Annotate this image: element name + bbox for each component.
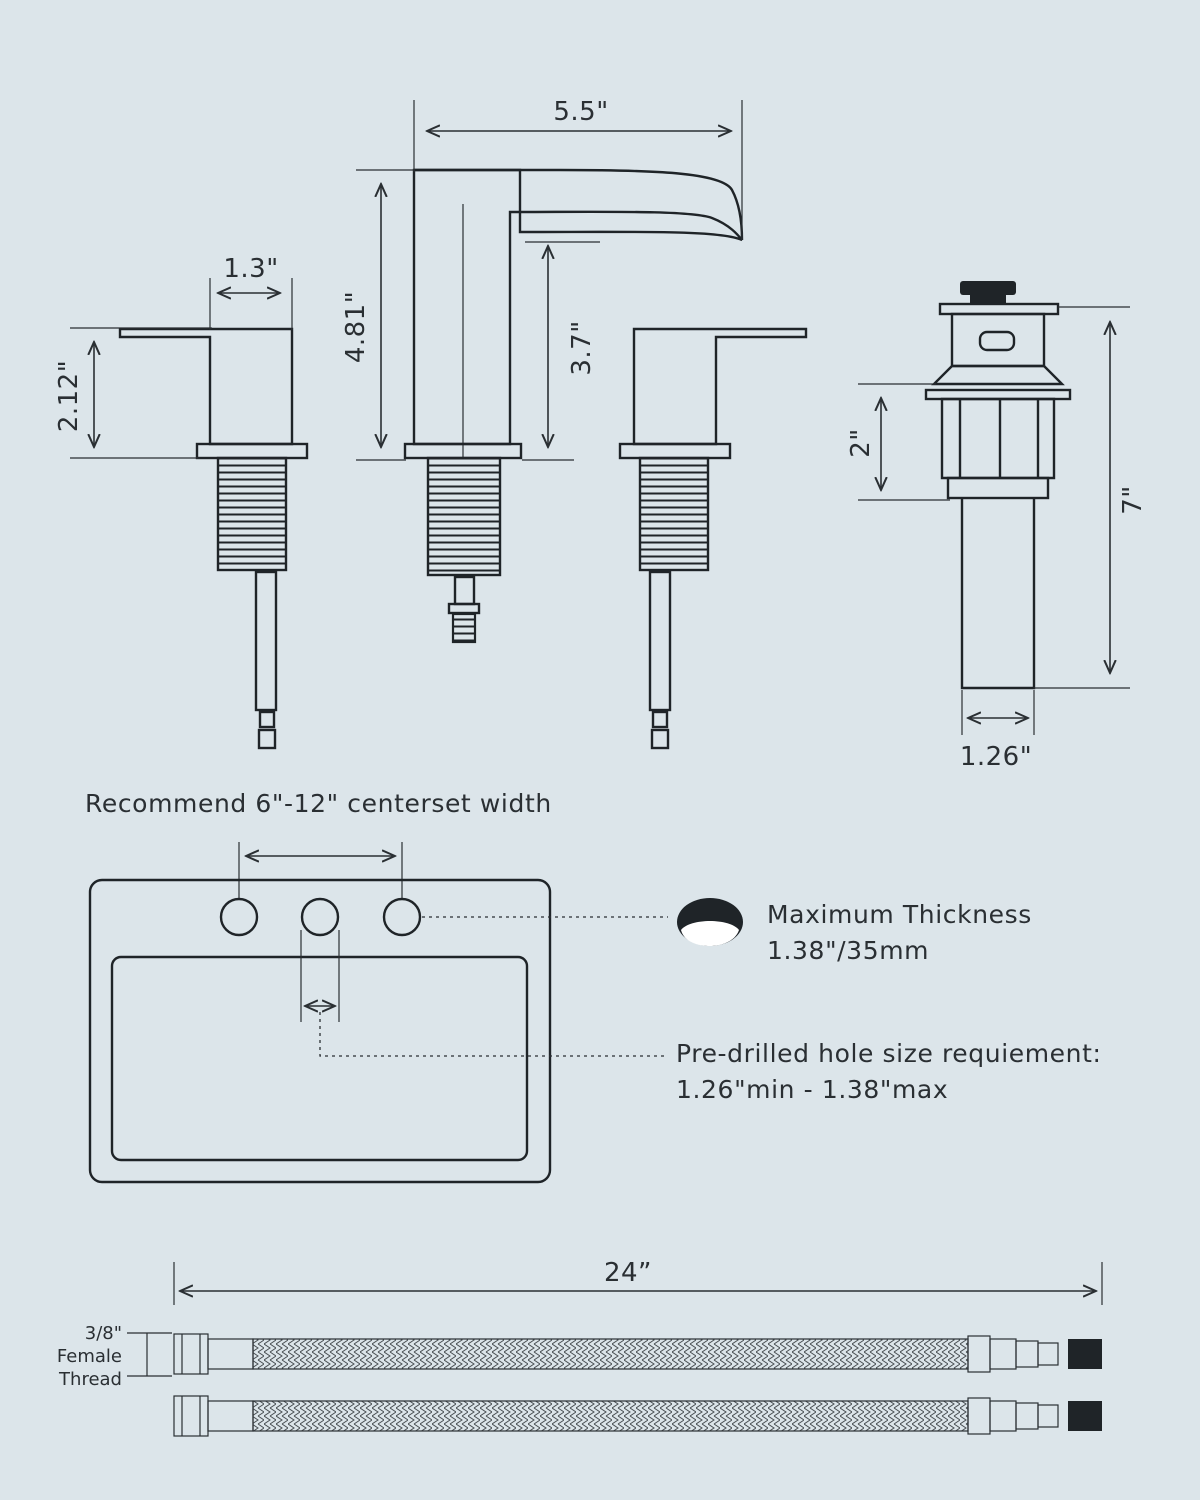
spout-height-label: 4.81" — [341, 291, 371, 363]
hose-top — [173, 1333, 1102, 1375]
left-handle-drawing — [70, 278, 309, 750]
hole-size-value: 1.26"min - 1.38"max — [676, 1075, 948, 1104]
handle-width-label: 1.3" — [223, 254, 278, 284]
drain-drawing — [858, 281, 1130, 735]
thread-size-label: 3/8" — [85, 1323, 122, 1344]
drain-height-label: 7" — [1118, 485, 1148, 515]
thickness-title: Maximum Thickness — [767, 900, 1032, 929]
spout-width-label: 5.5" — [553, 97, 608, 127]
hose-drawing — [127, 1262, 1103, 1437]
sink-drawing — [88, 842, 743, 1184]
thread-female-label: Female — [57, 1346, 122, 1367]
right-handle-drawing — [618, 327, 808, 750]
handle-height-label: 2.12" — [54, 360, 84, 432]
hose-bottom — [173, 1395, 1102, 1437]
drain-body-height-label: 2" — [846, 428, 876, 458]
drain-tube-width-label: 1.26" — [960, 742, 1032, 772]
spout-reach-height-label: 3.7" — [567, 320, 597, 375]
thickness-value: 1.38"/35mm — [767, 936, 929, 965]
thread-type-label: Thread — [58, 1369, 122, 1390]
hole-size-title: Pre-drilled hole size requiement: — [676, 1039, 1102, 1068]
hose-length-label: 24” — [604, 1258, 652, 1288]
centerset-recommendation: Recommend 6"-12" centerset width — [85, 789, 552, 818]
spout-drawing — [356, 100, 744, 644]
